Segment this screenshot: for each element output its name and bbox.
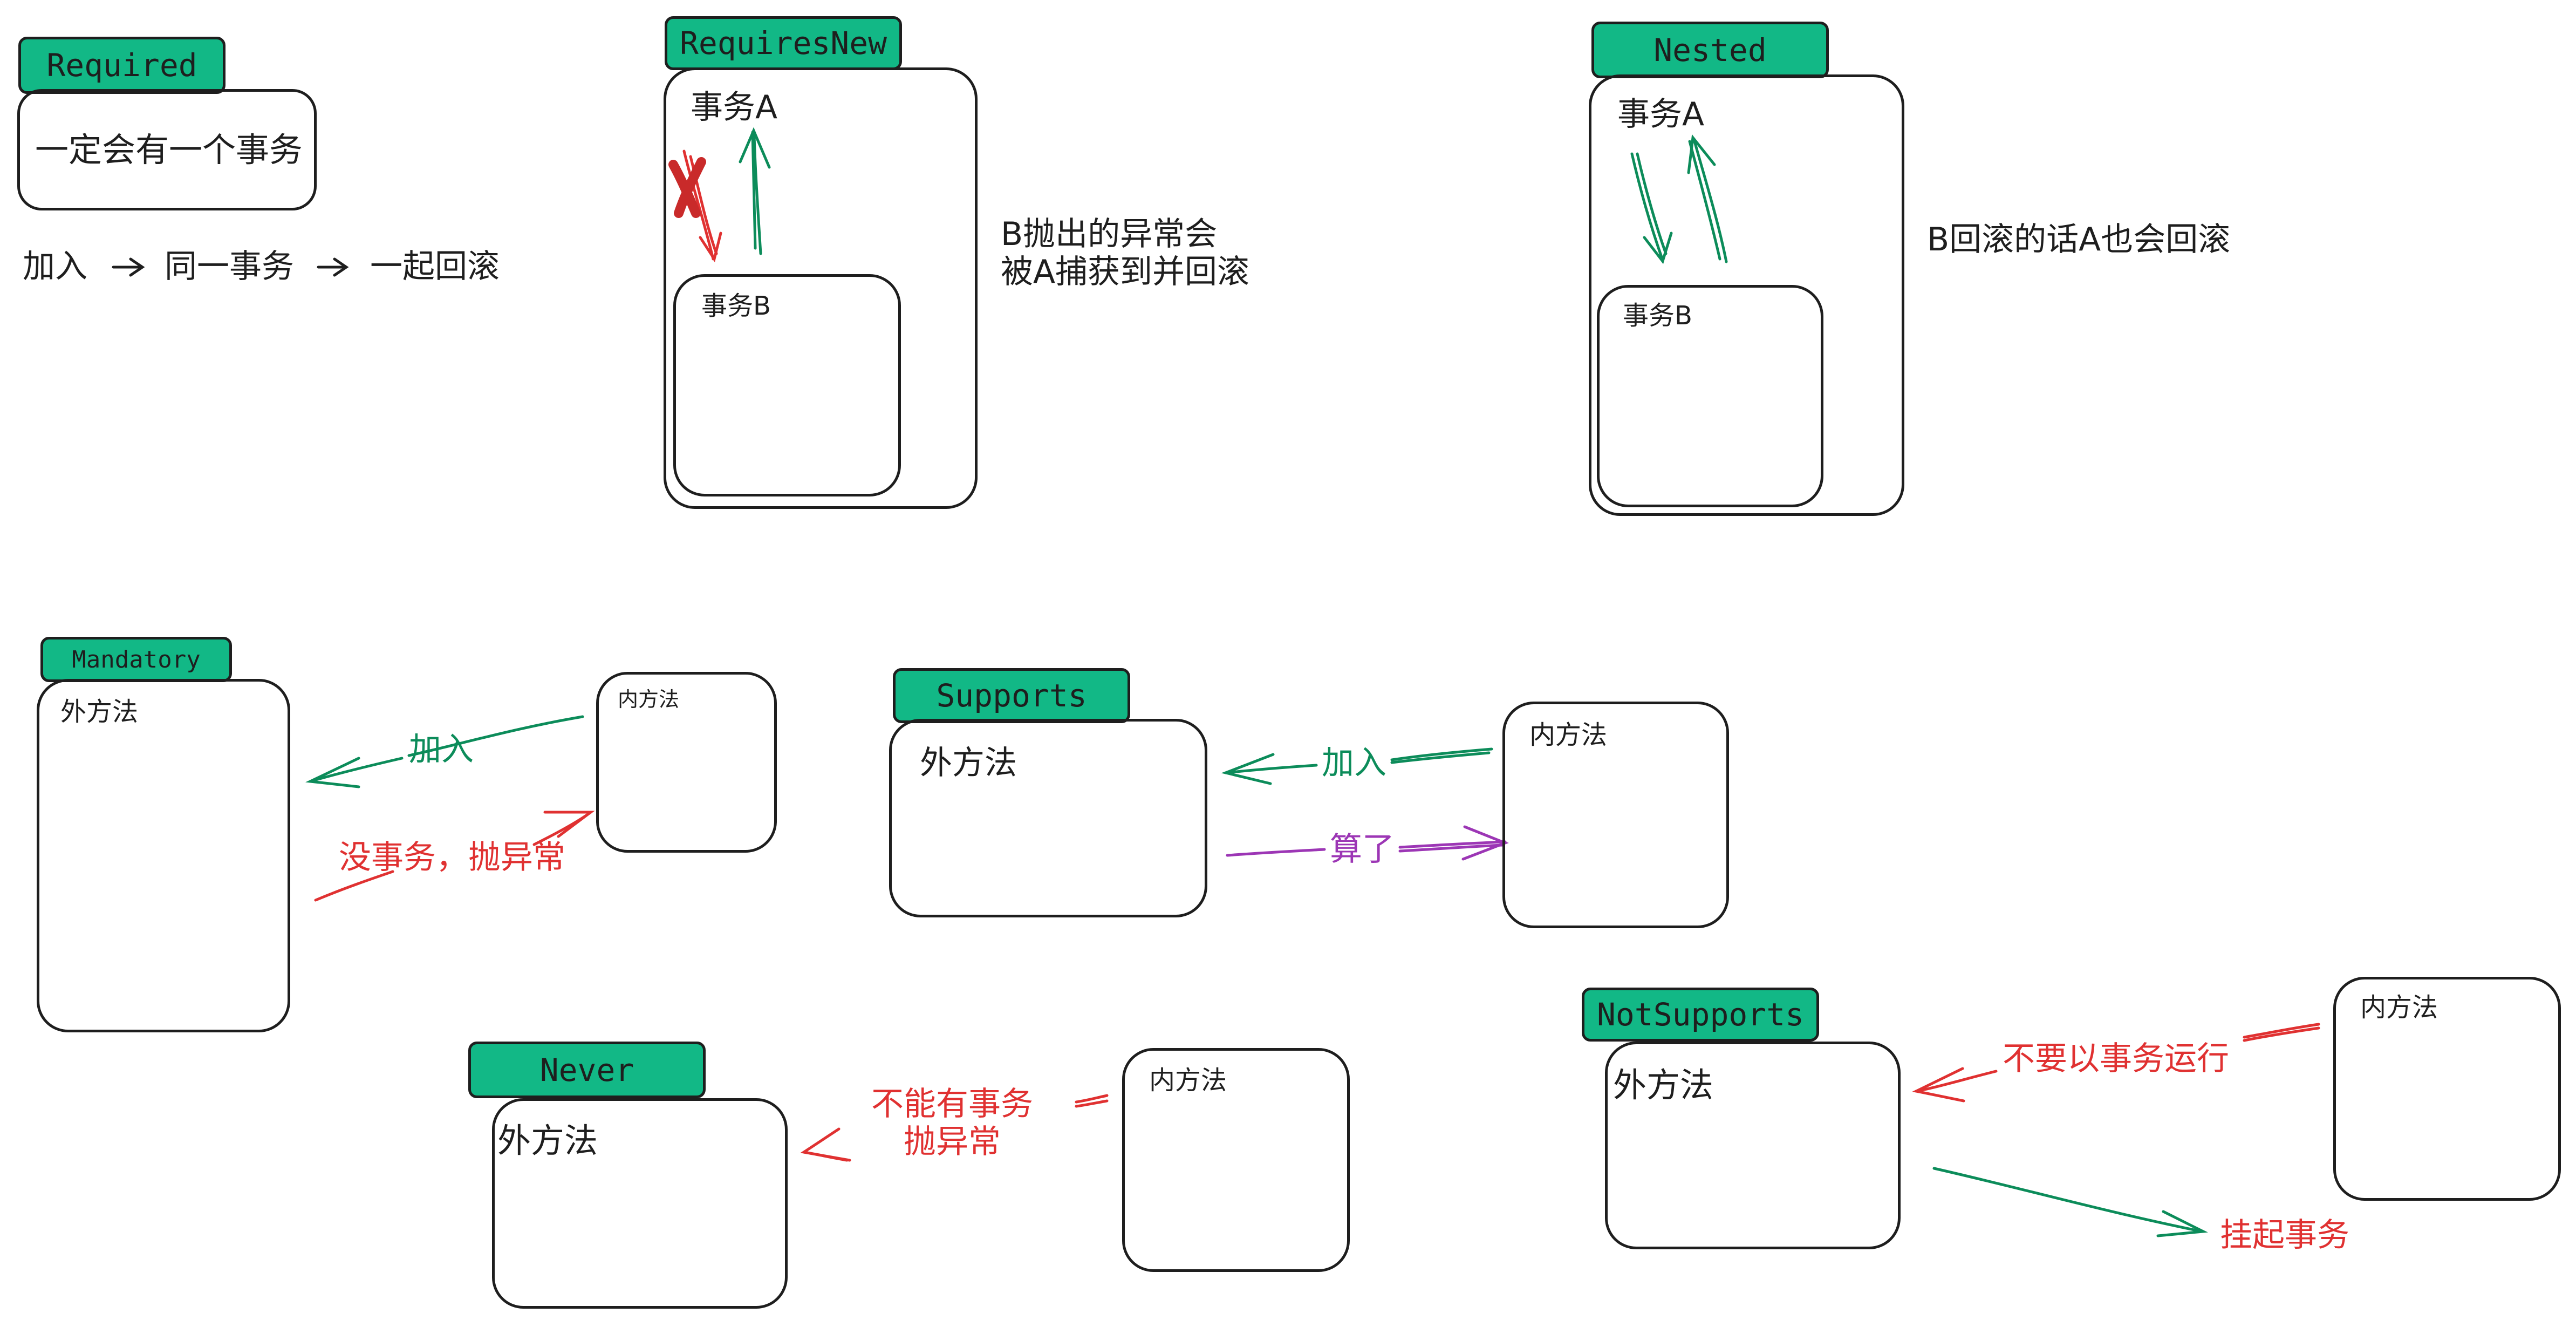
requiresnew-tag-label: RequiresNew: [679, 25, 887, 62]
requiresnew-note-line-2: 被A捕获到并回滚: [1001, 253, 1250, 291]
never-error-arrow: [800, 1094, 1109, 1162]
required-flow-arrow-2: [317, 257, 349, 277]
notsupports-outer-box: [1605, 1042, 1901, 1249]
never-tag: Never: [468, 1042, 706, 1098]
mandatory-inner-box: [596, 672, 777, 853]
nested-inner-label: 事务B: [1623, 301, 1692, 331]
notsupports-run-label: 不要以事务运行: [2003, 1040, 2229, 1078]
never-inner-box: [1122, 1048, 1350, 1272]
requiresnew-outer-box: [664, 67, 978, 509]
nested-up-arrow: [1687, 134, 1728, 263]
notsupports-suspend-label: 挂起事务: [2220, 1216, 2349, 1254]
notsupports-outer-label: 外方法: [1613, 1065, 1714, 1105]
supports-outer-label: 外方法: [920, 744, 1017, 782]
supports-tag-label: Supports: [936, 677, 1087, 714]
requiresnew-outer-label: 事务A: [691, 89, 778, 126]
mandatory-join-label: 加入: [409, 731, 474, 768]
mandatory-outer-box: [37, 679, 290, 1032]
supports-join-label: 加入: [1322, 744, 1386, 782]
supports-tag: Supports: [893, 668, 1130, 723]
supports-skip-label: 算了: [1330, 831, 1395, 868]
mandatory-outer-label: 外方法: [60, 697, 139, 727]
mandatory-tag-label: Mandatory: [72, 645, 201, 673]
never-tag-label: Never: [539, 1051, 634, 1088]
never-outer-box: [492, 1098, 788, 1309]
nested-inner-box: [1597, 285, 1823, 507]
required-tag: Required: [18, 37, 226, 94]
mandatory-error-label: 没事务，抛异常: [339, 839, 565, 876]
supports-outer-box: [889, 719, 1207, 917]
requiresnew-note-line-1: B抛出的异常会: [1001, 215, 1218, 253]
notsupports-inner-box: [2333, 977, 2561, 1201]
required-tag-label: Required: [46, 47, 197, 84]
requiresnew-inner-label: 事务B: [701, 291, 771, 321]
required-box: [17, 89, 317, 210]
nested-outer-label: 事务A: [1617, 96, 1705, 133]
requiresnew-up-arrow: [739, 127, 771, 255]
nested-note: B回滚的话A也会回滚: [1927, 221, 2231, 258]
requiresnew-tag: RequiresNew: [665, 16, 902, 70]
never-error-line-2: 抛异常: [904, 1123, 1001, 1161]
mandatory-error-arrow: [314, 811, 595, 902]
mandatory-inner-label: 内方法: [618, 688, 680, 711]
required-flow-step-3: 一起回滚: [370, 248, 500, 285]
required-flow-arrow-1: [112, 257, 145, 277]
supports-skip-arrow: [1226, 825, 1509, 861]
supports-join-arrow: [1221, 747, 1493, 785]
notsupports-suspend-arrow: [1932, 1167, 2208, 1237]
required-flow-step-1: 加入: [23, 248, 87, 285]
required-flow-step-2: 同一事务: [165, 248, 294, 285]
requiresnew-inner-box: [673, 274, 901, 496]
never-error-line-1: 不能有事务: [871, 1085, 1033, 1123]
nested-outer-box: [1589, 74, 1904, 516]
never-outer-label: 外方法: [497, 1121, 598, 1160]
nested-down-arrow: [1630, 152, 1673, 264]
never-inner-label: 内方法: [1149, 1065, 1227, 1096]
nested-tag: Nested: [1591, 22, 1829, 78]
requiresnew-rollback-x-icon: [668, 157, 706, 218]
notsupports-tag: NotSupports: [1582, 988, 1819, 1042]
mandatory-join-arrow: [305, 715, 584, 788]
mandatory-tag: Mandatory: [40, 637, 232, 682]
supports-inner-box: [1502, 702, 1729, 928]
required-box-text: 一定会有一个事务: [35, 130, 303, 169]
notsupports-run-arrow: [1912, 1023, 2320, 1103]
notsupports-tag-label: NotSupports: [1596, 996, 1805, 1033]
supports-inner-label: 内方法: [1529, 720, 1608, 750]
notsupports-inner-label: 内方法: [2360, 992, 2438, 1023]
nested-tag-label: Nested: [1653, 31, 1767, 69]
